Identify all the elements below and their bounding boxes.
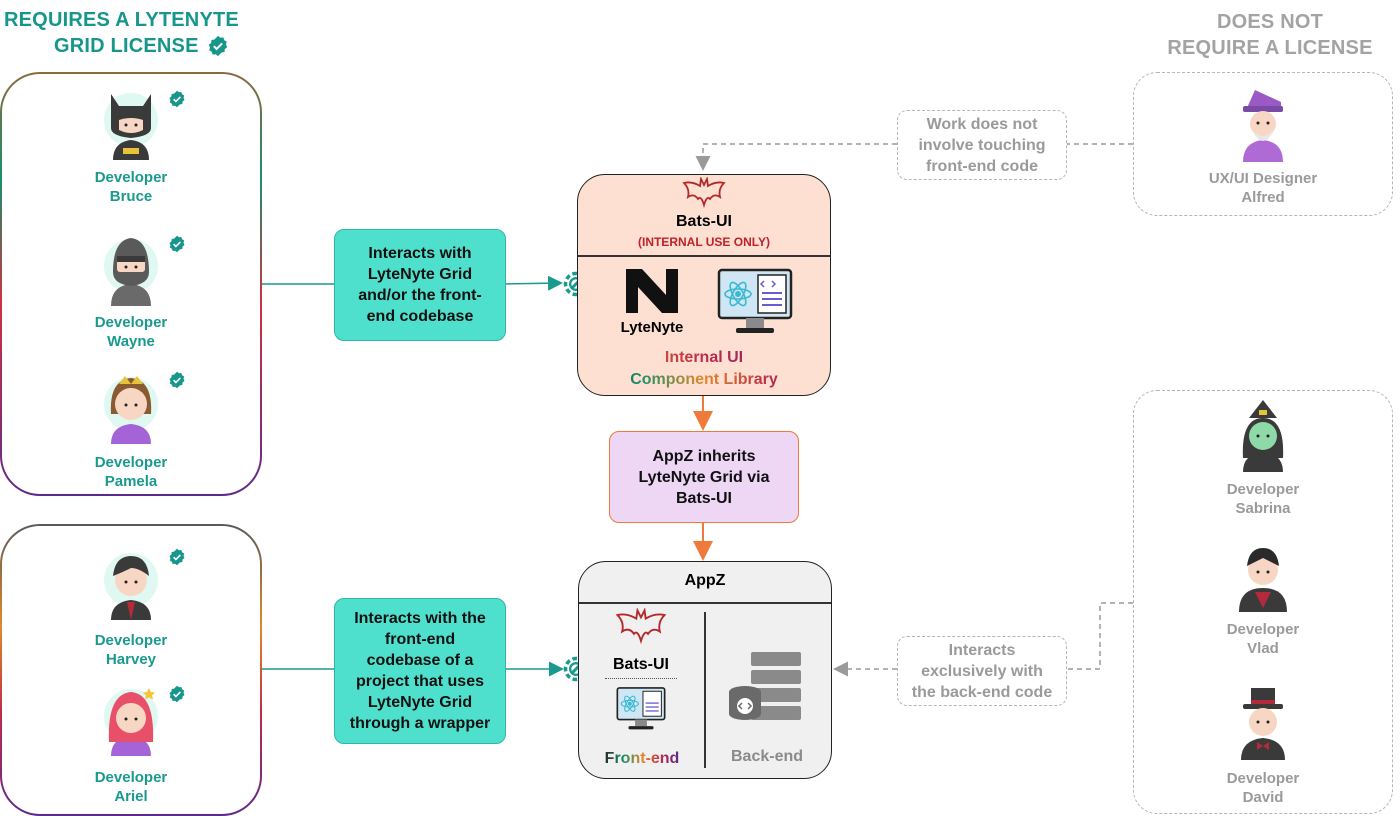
left-title: REQUIRES A LYTENYTE GRID LICENSE bbox=[4, 7, 239, 59]
line-note-to-bats bbox=[503, 275, 563, 291]
left-title-line2: GRID LICENSE bbox=[54, 35, 199, 57]
react-screen-icon bbox=[616, 687, 666, 730]
bat-logo-icon bbox=[615, 608, 667, 645]
database-server-icon bbox=[729, 652, 801, 720]
right-title-line2: REQUIRE A LICENSE bbox=[1167, 37, 1373, 59]
verified-badge-icon bbox=[169, 235, 185, 253]
line-designer-note-to-bats bbox=[695, 143, 897, 171]
unlicensed-devs-box bbox=[1133, 390, 1393, 814]
bat-logo-icon bbox=[682, 177, 726, 209]
bats-ui-subtitle: (INTERNAL USE ONLY) bbox=[637, 235, 770, 249]
verified-badge-icon bbox=[169, 685, 185, 703]
internal-ui-library-label: Internal UI Component Library bbox=[578, 347, 830, 391]
react-screen-icon bbox=[717, 268, 793, 333]
left-title-line1: REQUIRES A LYTENYTE bbox=[4, 9, 239, 31]
bats-ui-title: Bats-UI bbox=[675, 213, 732, 230]
right-title: DOES NOT REQUIRE A LICENSE bbox=[1150, 9, 1390, 61]
appz-backend-label: Back-end bbox=[730, 748, 804, 765]
right-title-line1: DOES NOT bbox=[1216, 11, 1324, 33]
verified-badge-icon bbox=[169, 548, 185, 566]
bruce-avatar-icon bbox=[104, 93, 158, 160]
lytenyte-logo-text: LyteNyte bbox=[620, 319, 684, 336]
appz-divider bbox=[579, 602, 831, 604]
wayne-avatar-icon bbox=[104, 238, 158, 306]
licensed-group-2 bbox=[0, 524, 262, 816]
verified-badge-icon bbox=[169, 371, 185, 389]
appz-bats-ui-label: Bats-UI bbox=[612, 656, 669, 673]
verified-badge-icon bbox=[169, 90, 185, 108]
designer-box bbox=[1133, 72, 1393, 216]
ariel-avatar-icon bbox=[104, 688, 158, 756]
bats-ui-divider bbox=[578, 255, 830, 257]
david-avatar-icon bbox=[1241, 688, 1285, 760]
harvey-avatar-icon bbox=[104, 553, 158, 620]
vlad-avatar-icon bbox=[1239, 548, 1287, 612]
appz-frontend-label: Front-end bbox=[604, 750, 680, 767]
bats-ui-box: Bats-UI (INTERNAL USE ONLY) LyteNyte Int… bbox=[577, 174, 831, 396]
pamela-avatar-icon bbox=[104, 376, 158, 444]
verified-badge-icon bbox=[208, 35, 227, 57]
appz-box: AppZ Bats-UI Front-end Back-end bbox=[578, 561, 832, 779]
appz-vertical-divider bbox=[704, 612, 706, 768]
alfred-avatar-icon bbox=[1243, 90, 1283, 162]
sabrina-avatar-icon bbox=[1242, 400, 1284, 472]
appz-bats-dotted-line bbox=[605, 678, 677, 679]
line-devs-to-backend-note bbox=[1066, 602, 1133, 670]
appz-title: AppZ bbox=[684, 572, 726, 589]
lytenyte-logo-icon bbox=[626, 269, 678, 313]
